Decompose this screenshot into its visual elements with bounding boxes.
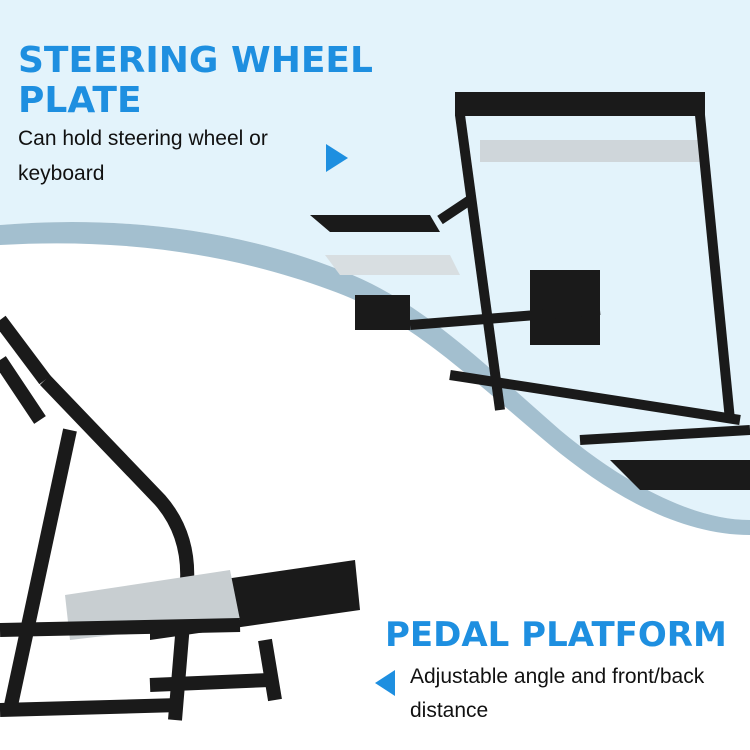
pedal-desc-line1: Adjustable angle and front/back	[410, 665, 705, 688]
steering-title-line2: PLATE	[18, 80, 142, 121]
steering-desc-line1: Can hold steering wheel or	[18, 127, 268, 150]
wave-band	[0, 222, 750, 535]
pedal-platform-frame	[0, 315, 360, 721]
triangle-left-icon	[375, 670, 395, 696]
steering-desc-line2: keyboard	[18, 162, 105, 185]
steering-title-line1: STEERING WHEEL	[18, 40, 373, 81]
pedal-title: PEDAL PLATFORM	[385, 615, 727, 655]
wheel-stand-frame	[310, 92, 750, 490]
pedal-desc-line2: distance	[410, 699, 489, 722]
triangle-right-icon	[326, 144, 348, 172]
